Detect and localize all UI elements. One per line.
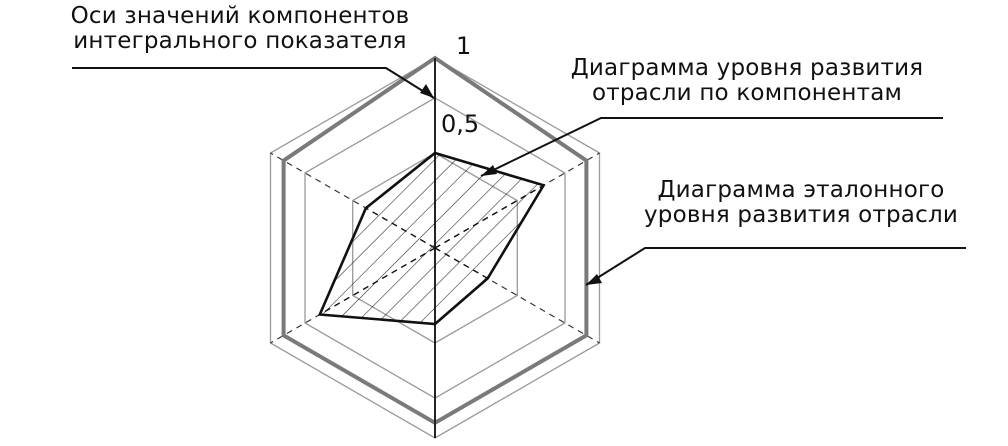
axis-tick-max: 1 <box>456 32 472 60</box>
industry-label-leader <box>480 117 943 177</box>
reference-label-line2: уровня развития отрасли <box>644 202 958 228</box>
axis-inner-dash-1 <box>434 184 544 249</box>
leader-lines <box>72 67 966 286</box>
reference-label-leader <box>585 247 966 286</box>
axes-label-line1: Оси значений компонентов <box>70 3 410 29</box>
axis-line-4 <box>270 247 436 344</box>
industry-label-arrowhead <box>481 165 497 176</box>
radar-series <box>281 55 589 438</box>
industry-label-line2: отрасли по компонентам <box>591 80 903 106</box>
axis-line-5 <box>270 152 436 249</box>
axes-label-leader <box>72 67 435 99</box>
axis-inner-dash-5 <box>365 207 436 249</box>
axes-label-line2: интегрального показателя <box>73 28 407 54</box>
industry-label-line1: Диаграмма уровня развития <box>570 55 924 81</box>
axis-tick-mid: 0,5 <box>441 110 480 138</box>
industry-series-hatch <box>319 153 544 324</box>
reference-label-arrowhead <box>586 274 602 285</box>
axes-label-arrowhead <box>420 84 434 98</box>
reference-label-line1: Диаграмма эталонного <box>657 177 945 203</box>
axis-line-2 <box>434 247 600 344</box>
axis-line-1 <box>434 152 600 249</box>
axis-inner-dash-4 <box>319 247 436 316</box>
